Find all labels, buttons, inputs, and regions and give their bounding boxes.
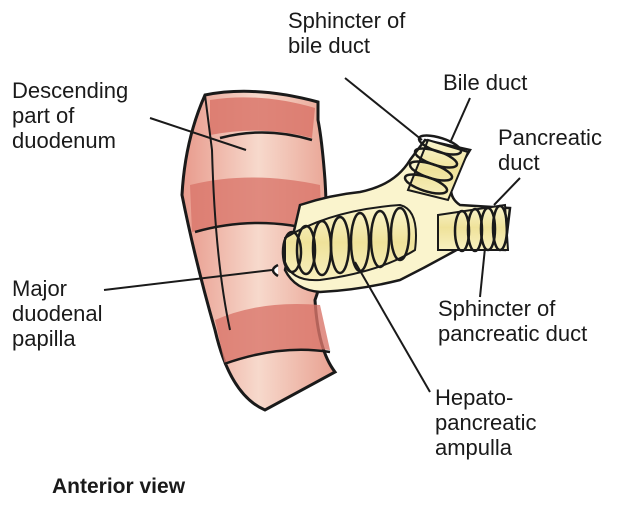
caption-anterior-view: Anterior view — [52, 474, 185, 499]
label-sphincter-pancreatic-duct: Sphincter of pancreatic duct — [438, 296, 587, 346]
leader-pancreatic-duct — [494, 178, 520, 205]
label-pancreatic-duct: Pancreatic duct — [498, 125, 602, 175]
label-sphincter-bile-duct: Sphincter of bile duct — [288, 8, 405, 58]
leader-sphincter-pancreatic-duct — [480, 248, 485, 297]
label-descending-part: Descending part of duodenum — [12, 78, 128, 153]
leader-bile-duct — [450, 98, 470, 143]
label-major-papilla: Major duodenal papilla — [12, 276, 103, 351]
label-ampulla: Hepato- pancreatic ampulla — [435, 385, 537, 460]
leader-sphincter-bile-duct — [345, 78, 422, 140]
label-bile-duct: Bile duct — [443, 70, 527, 95]
